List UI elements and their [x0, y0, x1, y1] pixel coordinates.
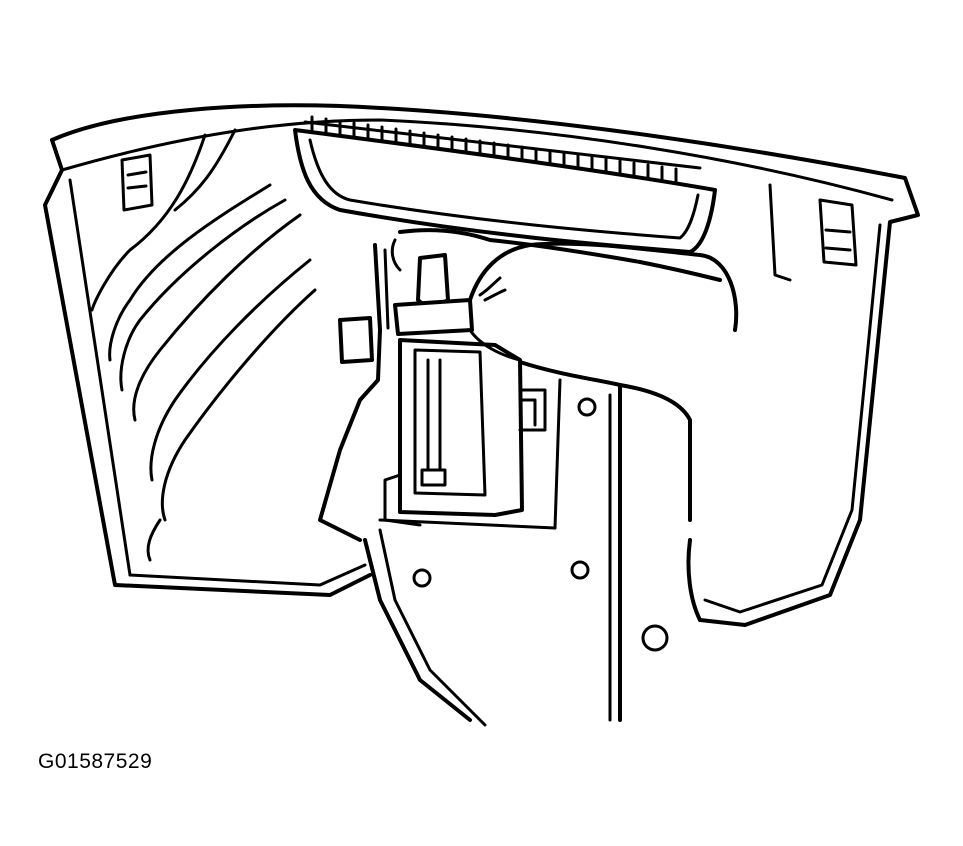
bulb-socket-bracket: [318, 243, 390, 542]
technician-hand: [468, 241, 739, 362]
lamp-housing: [43, 103, 920, 627]
reflector-ribs: [90, 128, 317, 562]
bulb-socket: [383, 338, 547, 527]
figure-id-label: G01587529: [38, 750, 153, 773]
right-mounting-tab: [768, 183, 858, 282]
left-mounting-tab: [120, 153, 154, 212]
wiring-harness: [390, 228, 722, 622]
bulb: [393, 253, 474, 336]
body-panel: [363, 360, 692, 727]
